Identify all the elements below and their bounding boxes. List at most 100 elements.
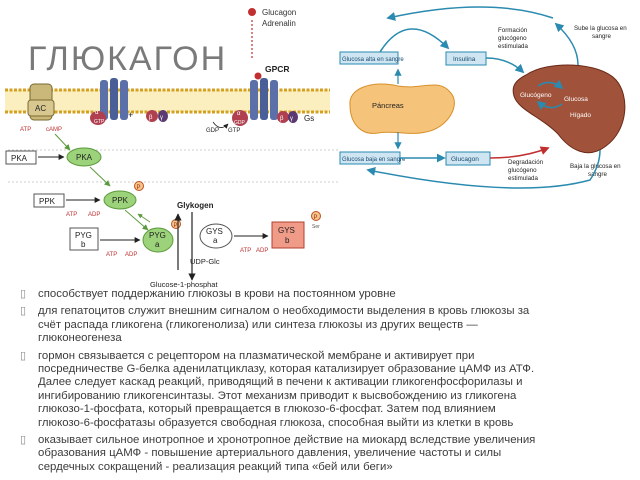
- pka-active: [66, 147, 102, 167]
- glucose-homeostasis-diagram: Páncreas Glucógeno Glucosa Hígado Glucos…: [338, 0, 640, 200]
- pka-active-label: PKA: [76, 153, 93, 162]
- insulina-label: Insulina: [453, 56, 476, 63]
- ppk-active-label: PPK: [112, 196, 129, 205]
- pyg-a-label-1: PYG: [149, 231, 166, 240]
- bullet-item: ▯ для гепатоцитов служит внешним сигнало…: [20, 305, 632, 345]
- liver-shape: [512, 64, 626, 154]
- gdp-gtp-exchange-arrow: [212, 121, 229, 129]
- glykogen-label: Glykogen: [177, 201, 214, 210]
- signaling-pathway-diagram: Glucagon Adrenalin GPCR AC ATP cAMP α GT…: [5, 8, 338, 289]
- degradacion-label-1: Degradación: [508, 159, 544, 166]
- bullet-line: глюконеогенеза: [38, 332, 122, 345]
- alpha-1: α: [95, 110, 99, 116]
- higado-label: Hígado: [570, 112, 591, 119]
- bullet-line: ингибированию гликогенсинтазы. Этот меха…: [38, 389, 517, 402]
- bullet-line: для гепатоцитов служит внешним сигналом …: [38, 305, 530, 318]
- phosphate-pyg-label: P: [174, 223, 178, 229]
- pka-inactive-box: [5, 150, 37, 165]
- adrenalin-label: Adrenalin: [262, 19, 296, 28]
- bullet-line: оказывает сильное инотропное и хронотроп…: [38, 434, 536, 447]
- glucose-to-glycogen-arrow: [536, 100, 563, 111]
- formacion-label-3: estimulada: [498, 43, 528, 50]
- gys-a: [199, 223, 233, 249]
- ppk-to-pyg-arrow: [124, 209, 149, 231]
- sube-label-2: sangre: [592, 33, 611, 40]
- bottom-feedback-arrow: [366, 149, 601, 189]
- adenylate-cyclase: AC: [27, 83, 55, 121]
- bullet-line: глюкозо-1-фосфата, который превращается …: [38, 403, 496, 416]
- gs-label: Gs: [304, 114, 314, 123]
- bullet-line: сердечных сокращений - реализация реакци…: [38, 460, 393, 473]
- glucagon-label: Glucagon: [451, 156, 479, 163]
- pyg-a-active: [142, 227, 174, 253]
- gtp-1: GTP: [94, 119, 105, 125]
- pyg-a-label-2: a: [155, 240, 160, 249]
- bullet-line: образования цАМФ - повышение артериально…: [38, 447, 502, 460]
- sube-label-1: Sube la glucosa en: [574, 25, 627, 32]
- beta-1: β: [149, 115, 153, 121]
- g-protein-1: α GTP β γ: [90, 110, 168, 125]
- ppk-to-gys-arrow: [137, 213, 151, 223]
- formacion-label-2: glucógeno: [498, 35, 527, 42]
- glucagon-to-liver-arrow: [489, 146, 550, 159]
- pyg-b-box: [69, 227, 99, 251]
- glycogen-to-glucose-arrow: [537, 79, 564, 90]
- gamma-1: γ: [160, 115, 163, 121]
- gys-a-label-1: GYS: [206, 227, 223, 236]
- ppk-active: [103, 190, 137, 210]
- atp-label-ppk: ATP: [66, 212, 77, 218]
- glucose-rise-arrow: [554, 22, 579, 66]
- bullet-line: способствует поддержанию глюкозы в крови…: [38, 288, 396, 300]
- ppk-inactive-label: PPK: [39, 197, 56, 206]
- bullet-line: Далее следует каскад реакций, приводящий…: [38, 376, 523, 389]
- receptor-2: [250, 72, 278, 120]
- bullet-marker: ▯: [20, 305, 27, 318]
- gdp-label: GDP: [206, 128, 219, 134]
- bullet-line: глюкозо-6-фосфатазы образуется свободная…: [38, 416, 514, 429]
- pancreas-label: Páncreas: [372, 101, 404, 110]
- bullet-item: ▯ оказывает сильное инотропное и хронотр…: [20, 434, 632, 474]
- glucosa-label: Glucosa: [564, 96, 588, 103]
- pyg-b-label-1: PYG: [75, 231, 92, 240]
- phosphate-gys: [311, 211, 321, 221]
- top-feedback-arrow: [386, 6, 554, 21]
- glucosa-baja-label: Glucosa baja en sangre: [342, 157, 406, 163]
- plus-sign: +: [128, 110, 133, 120]
- degradacion-label-2: glucógeno: [508, 167, 537, 174]
- glucagon-dot: [248, 8, 256, 16]
- phosphate-ppk-label: P: [137, 185, 141, 191]
- camp-label: cAMP: [46, 127, 62, 133]
- insulin-to-liver-arrow: [485, 57, 525, 74]
- atp-label-pyg: ATP: [106, 252, 117, 258]
- atp-label-ac: ATP: [20, 127, 31, 133]
- bullet-line: гормон связывается с рецептором на плазм…: [38, 349, 475, 362]
- gys-a-label-2: a: [213, 236, 218, 245]
- gys-b-label-2: b: [285, 236, 290, 245]
- formacion-label-1: Formación: [498, 27, 528, 34]
- ppk-inactive-box: [33, 193, 65, 208]
- pyg-b-label-2: b: [81, 240, 86, 249]
- bullet-marker: ▯: [20, 434, 27, 447]
- glucogeno-label: Glucógeno: [520, 92, 552, 99]
- bullet-marker: ▯: [20, 288, 27, 300]
- pka-to-ppk-arrow: [89, 166, 111, 187]
- gtp-label: GTP: [228, 128, 240, 134]
- gpcr-label: GPCR: [265, 64, 290, 74]
- ligand-legend: Glucagon Adrenalin: [248, 8, 296, 58]
- bullet-line: счёт распада гликогена (гликогенолиза) и…: [38, 318, 478, 331]
- degradacion-label-3: estimulada: [508, 175, 538, 182]
- adp-label-gys: ADP: [256, 248, 268, 254]
- bullet-list: ▯ способствует поддержанию глюкозы в кро…: [20, 288, 632, 478]
- baja-label-2: sangre: [588, 171, 607, 178]
- atp-label-gys: ATP: [240, 248, 251, 254]
- gdp-2: GDP: [234, 120, 246, 126]
- gys-b-label-1: GYS: [278, 226, 295, 235]
- phosphate-ppk: [134, 181, 144, 191]
- udp-glc-label: UDP-Glc: [190, 257, 220, 266]
- g1p-label: Glucose-1-phosphat: [150, 280, 218, 289]
- phosphate-gys-label: P: [314, 215, 318, 221]
- gamma-2: γ: [290, 116, 293, 122]
- gys-b-inactive: [271, 221, 305, 249]
- g-protein-2: α GDP β γ: [232, 110, 298, 126]
- camp-activation-arrow: [54, 133, 71, 151]
